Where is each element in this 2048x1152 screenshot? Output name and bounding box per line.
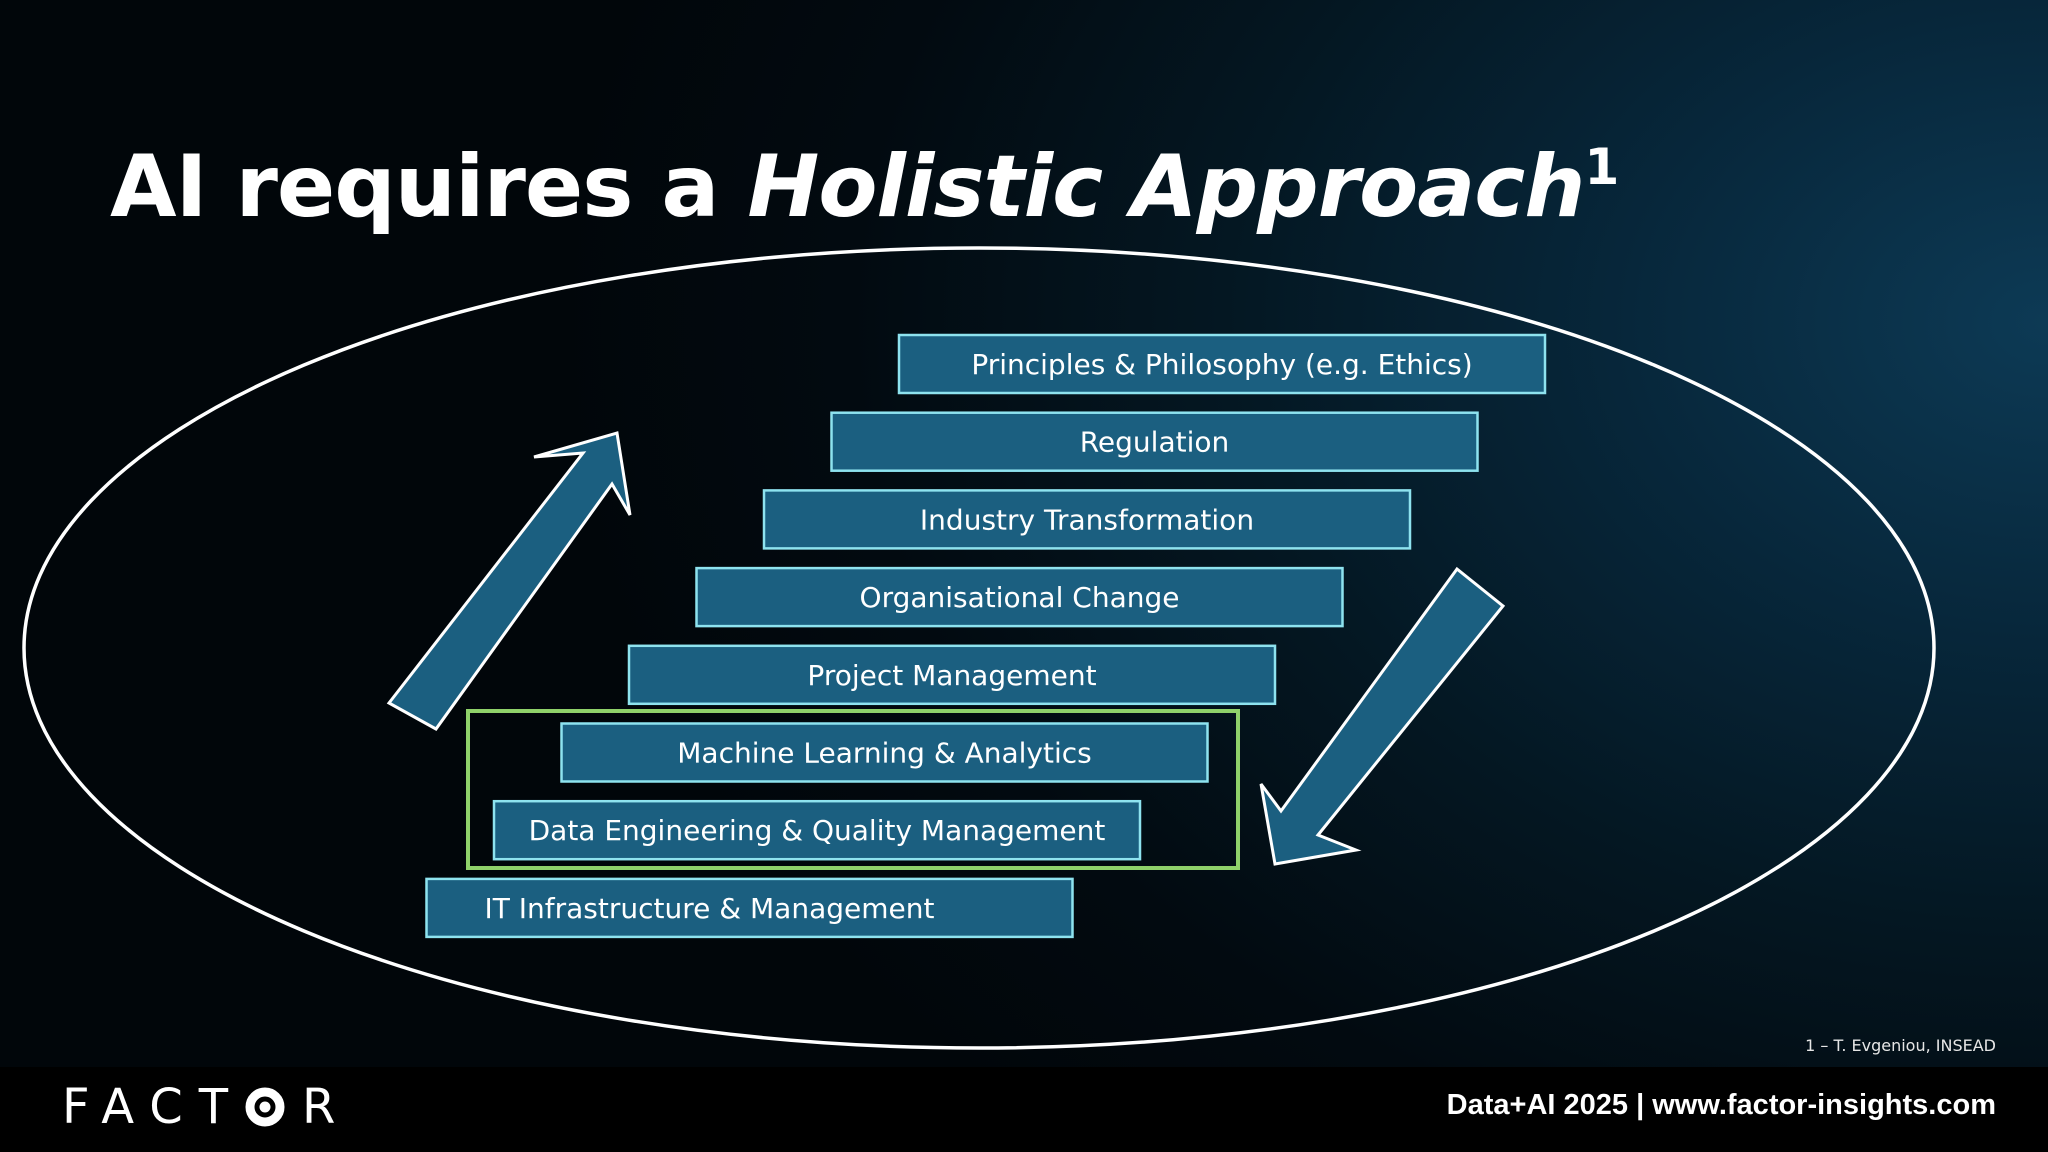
stair-label: Principles & Philosophy (e.g. Ethics) <box>971 348 1472 381</box>
stair-box <box>425 877 1074 939</box>
arrow-down-left-icon <box>1259 566 1506 866</box>
stair-step: Principles & Philosophy (e.g. Ethics) <box>897 333 1547 395</box>
holistic-approach-diagram: Principles & Philosophy (e.g. Ethics) Reg… <box>22 246 1936 1050</box>
stair-box <box>492 799 1142 861</box>
logo-letters-left: FACT <box>62 1079 245 1135</box>
stair-box <box>830 411 1479 472</box>
stair-step: IT Infrastructure & Management <box>425 877 1074 939</box>
arrow-up-right-icon <box>386 431 632 731</box>
stair-box <box>695 566 1344 628</box>
stair-box <box>627 644 1277 706</box>
stair-label: Industry Transformation <box>920 503 1254 536</box>
stair-label: Organisational Change <box>860 581 1180 614</box>
title-prefix: AI requires a <box>110 137 748 237</box>
staircase: Principles & Philosophy (e.g. Ethics) Reg… <box>425 333 1547 939</box>
title-emphasis: Holistic Approach <box>747 137 1585 237</box>
logo-letters-right: R <box>302 1079 352 1135</box>
stair-box <box>897 333 1547 395</box>
stair-label: Project Management <box>807 659 1096 692</box>
stair-label: IT Infrastructure & Management <box>485 892 935 925</box>
title-superscript: 1 <box>1584 138 1619 196</box>
stair-label: Data Engineering & Quality Management <box>529 814 1106 847</box>
highlight-box <box>466 709 1240 870</box>
stair-step: Organisational Change <box>695 566 1344 628</box>
stair-box <box>762 489 1412 550</box>
footnote: 1 – T. Evgeniou, INSEAD <box>1805 1036 1996 1055</box>
stair-step: Project Management <box>627 644 1277 706</box>
footer-event-and-url: Data+AI 2025 | www.factor-insights.com <box>1446 1089 1996 1121</box>
stair-label: Machine Learning & Analytics <box>677 737 1091 770</box>
stair-step: Industry Transformation <box>762 489 1412 550</box>
holistic-ellipse <box>22 246 1936 1050</box>
slide-title: AI requires a Holistic Approach1 <box>110 142 1619 230</box>
stair-step: Data Engineering & Quality Management <box>492 799 1142 861</box>
stair-step: Regulation <box>830 411 1479 472</box>
stair-label: Regulation <box>1080 426 1230 459</box>
stair-box <box>560 722 1209 783</box>
target-ring-icon <box>245 1087 285 1127</box>
stair-step: Machine Learning & Analytics <box>560 722 1209 783</box>
